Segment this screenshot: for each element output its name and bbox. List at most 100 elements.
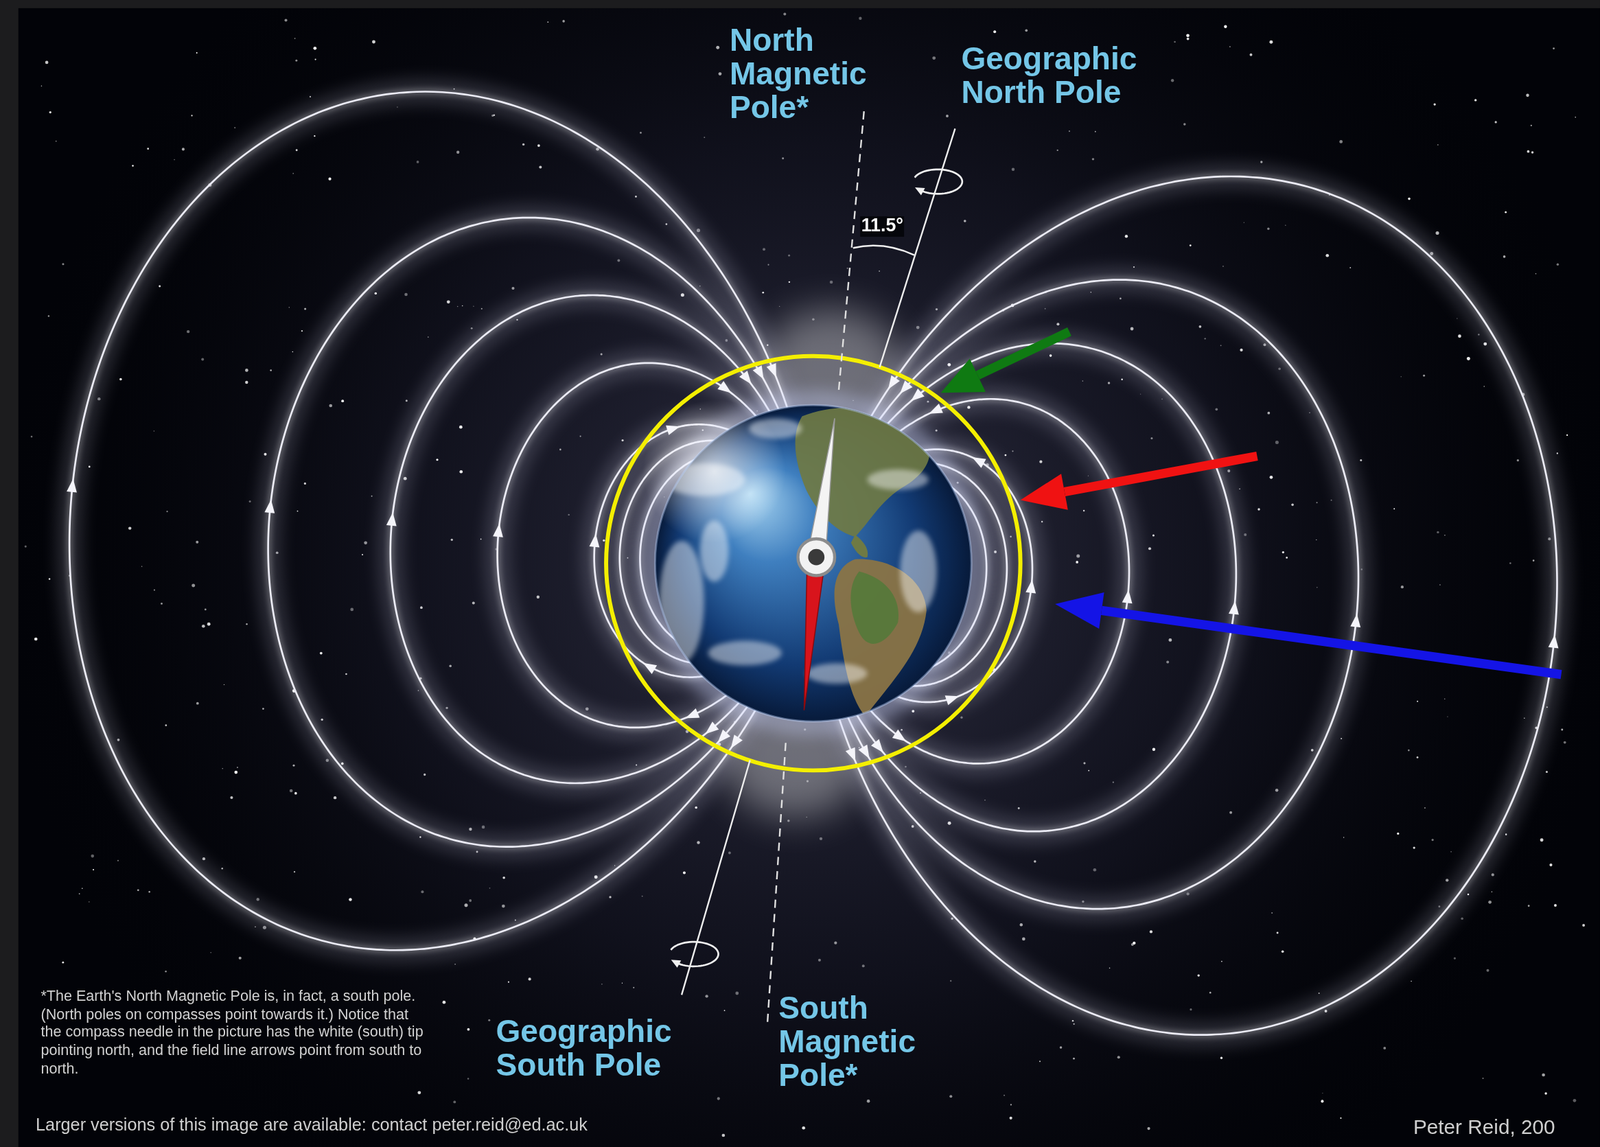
- star: [1400, 376, 1402, 378]
- star: [1383, 1046, 1386, 1050]
- field-arrowhead: [888, 374, 901, 390]
- credit-holder: Peter Reid, 200: [1413, 1115, 1556, 1139]
- star: [1229, 45, 1231, 48]
- star: [1075, 560, 1079, 564]
- star: [1504, 211, 1507, 214]
- star: [208, 623, 211, 626]
- star: [1316, 586, 1318, 589]
- star: [1359, 459, 1362, 462]
- star: [489, 887, 491, 889]
- star: [1563, 741, 1567, 745]
- star: [1082, 380, 1084, 382]
- star: [1439, 584, 1441, 586]
- star: [1437, 144, 1439, 146]
- atmosphere-glow: [641, 390, 986, 736]
- star: [537, 144, 541, 147]
- star: [762, 247, 766, 251]
- star: [1003, 1094, 1005, 1097]
- star: [819, 837, 823, 841]
- star: [304, 482, 307, 485]
- star: [481, 825, 486, 830]
- field-lines: [22, 56, 1600, 1070]
- field-glow: [768, 135, 1599, 1070]
- star: [207, 622, 211, 626]
- star: [164, 970, 167, 973]
- star: [1531, 151, 1534, 154]
- star: [1566, 434, 1568, 436]
- star: [262, 707, 265, 710]
- field-arrowhead: [264, 499, 276, 514]
- star: [1281, 949, 1285, 953]
- star: [949, 1094, 953, 1098]
- star: [728, 851, 732, 855]
- star: [1488, 900, 1492, 904]
- star: [210, 952, 212, 954]
- star: [1573, 1098, 1577, 1103]
- star: [1503, 255, 1506, 259]
- star: [1445, 878, 1449, 882]
- star: [1435, 231, 1440, 235]
- star: [269, 369, 272, 372]
- cloud: [805, 663, 867, 684]
- star: [30, 435, 33, 438]
- star: [1269, 475, 1274, 480]
- field-arrowhead: [1025, 579, 1038, 594]
- rotation-arrowhead: [671, 959, 682, 968]
- star: [1130, 327, 1134, 331]
- magnetic-axis: [838, 108, 865, 390]
- star: [119, 378, 123, 381]
- star: [1540, 838, 1544, 842]
- star: [423, 773, 426, 776]
- continent: [851, 534, 868, 558]
- star: [1530, 124, 1533, 127]
- star: [1092, 157, 1095, 160]
- star: [1117, 1055, 1121, 1059]
- star: [522, 143, 525, 146]
- star: [1173, 41, 1176, 44]
- star: [92, 868, 95, 871]
- star: [1186, 37, 1190, 41]
- star: [1170, 78, 1174, 82]
- star: [1549, 863, 1552, 867]
- star: [1094, 131, 1097, 133]
- star: [1220, 344, 1222, 346]
- star: [313, 135, 316, 137]
- blue-pointer: [1101, 610, 1562, 675]
- footnote-holder: *The Earth's North Magnetic Pole is, in …: [40, 987, 427, 1078]
- star: [238, 956, 242, 960]
- needle-north-tip: [803, 555, 826, 710]
- star: [1393, 507, 1395, 510]
- star: [1343, 836, 1345, 839]
- star: [41, 85, 43, 87]
- star: [1238, 488, 1240, 490]
- star: [204, 608, 207, 611]
- star: [229, 796, 233, 799]
- star: [1325, 253, 1329, 258]
- star: [1482, 1077, 1484, 1080]
- field-arrowhead: [731, 734, 744, 750]
- star: [1474, 98, 1477, 101]
- star: [639, 131, 642, 134]
- field-arrowhead: [641, 663, 657, 675]
- field-glow: [768, 135, 1599, 1070]
- field-arrowhead: [386, 512, 399, 527]
- star: [309, 96, 311, 98]
- field-glow: [27, 57, 859, 992]
- star: [1267, 227, 1270, 230]
- star: [1285, 556, 1288, 559]
- star: [621, 439, 624, 442]
- star: [48, 315, 50, 317]
- star: [173, 159, 176, 161]
- star: [34, 637, 38, 642]
- star: [1214, 408, 1218, 412]
- star: [292, 172, 294, 175]
- needle-pivot-center: [807, 549, 825, 566]
- star: [1199, 325, 1202, 329]
- star: [1535, 273, 1537, 275]
- star: [301, 330, 303, 332]
- star: [1149, 930, 1153, 933]
- star: [1545, 770, 1548, 773]
- nebula-glow: [18, 8, 1600, 1147]
- star: [361, 553, 364, 556]
